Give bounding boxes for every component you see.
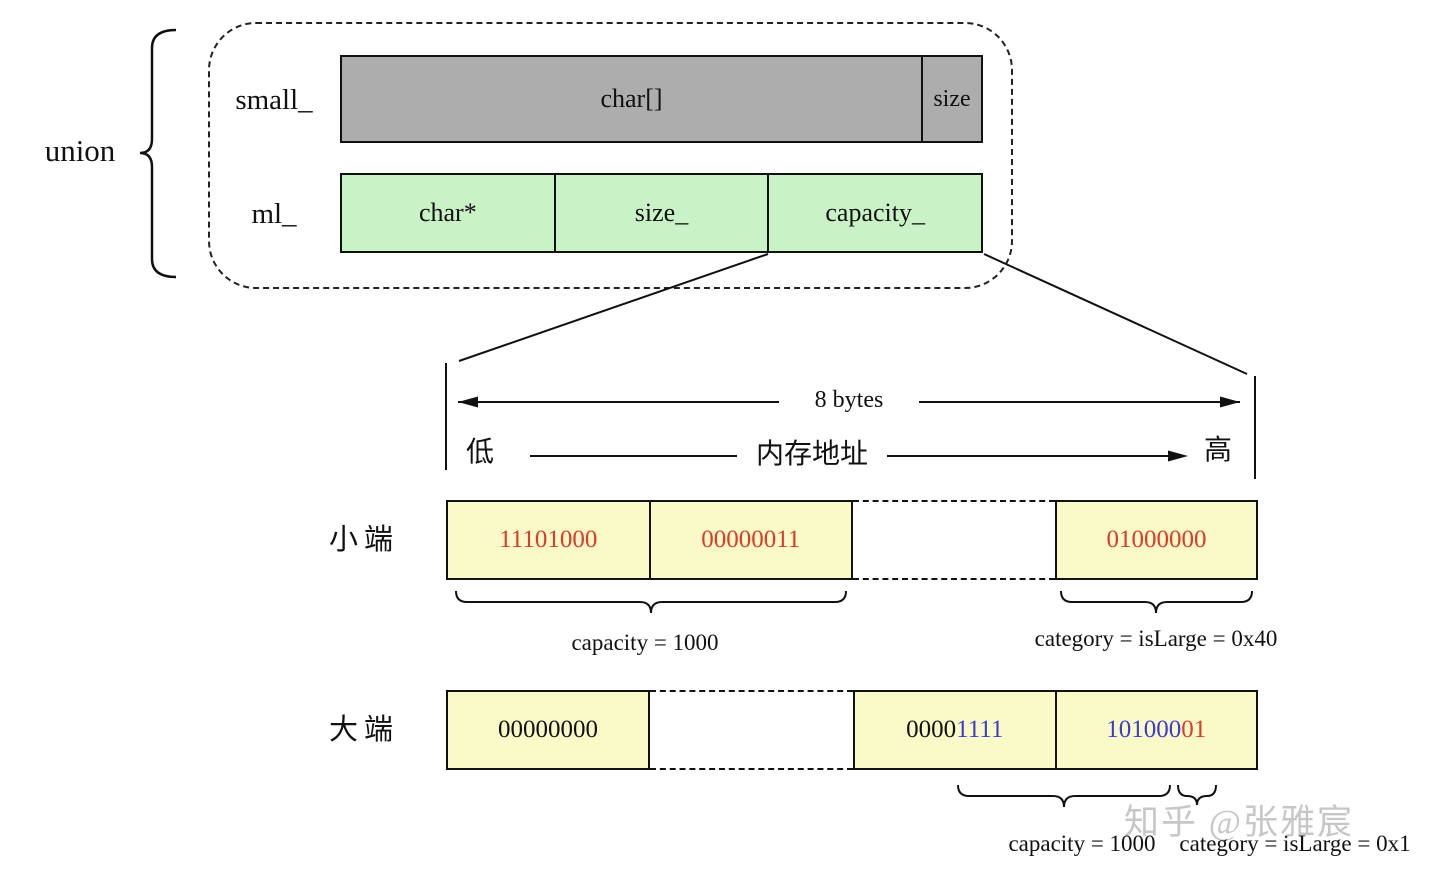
big-endian-omitted-bytes-gap (650, 690, 853, 770)
little-endian-byte7-bits: 01000000 (1106, 526, 1207, 553)
little-endian-row-label: 小端 (328, 524, 399, 556)
small-row-box: char[] size (340, 55, 983, 143)
big-endian-row-label: 大端 (328, 714, 399, 746)
little-endian-byte0-bits: 11101000 (499, 526, 598, 553)
zoom-diagonal-right-line (983, 253, 1248, 375)
union-label: union (44, 133, 116, 168)
small-size-text: size (933, 85, 971, 112)
ml-row-label: ml_ (251, 198, 297, 230)
big-endian-byte7-cell: 10100001 (1054, 692, 1257, 768)
small-char-array-cell: char[] (342, 57, 921, 141)
big-endian-byte7-capacity-bits: 101000 (1106, 716, 1182, 743)
small-char-array-text: char[] (600, 84, 663, 113)
big-endian-category-annotation: category = isLarge = 0x1 (1179, 831, 1411, 856)
big-endian-byte6-cell: 00001111 (855, 692, 1055, 768)
eight-bytes-left-arrowhead-icon (458, 396, 478, 408)
little-endian-byte1-cell: 00000011 (648, 502, 852, 578)
big-endian-capacity-annotation: capacity = 1000 (1008, 831, 1156, 856)
big-endian-byte7-bits: 10100001 (1106, 716, 1206, 744)
big-endian-byte0-box: 00000000 (446, 690, 650, 770)
eight-bytes-right-arrowhead-icon (1220, 396, 1240, 408)
little-endian-byte0-cell: 11101000 (448, 502, 649, 578)
big-endian-byte6-bits: 00001111 (906, 716, 1003, 744)
ml-size-text: size_ (634, 198, 689, 227)
small-row-label: small_ (235, 84, 313, 116)
little-endian-byte7-box: 01000000 (1055, 500, 1258, 580)
big-endian-byte6-capacity-bits: 1111 (956, 716, 1004, 743)
zhihu-watermark: 知乎 @张雅宸 (1124, 803, 1354, 842)
ml-char-ptr-cell: char* (342, 175, 554, 251)
little-endian-capacity-annotation: capacity = 1000 (571, 630, 719, 655)
little-endian-byte01-box: 11101000 00000011 (446, 500, 853, 580)
little-endian-byte1-bits: 00000011 (701, 526, 801, 553)
ml-row-box: char* size_ capacity_ (340, 173, 983, 253)
low-address-label: 低 (465, 437, 494, 468)
little-endian-omitted-bytes-gap (853, 500, 1055, 580)
ml-capacity-cell: capacity_ (767, 175, 981, 251)
big-endian-byte0-cell: 00000000 (448, 692, 648, 768)
memory-address-arrowhead-icon (1168, 450, 1188, 462)
memory-address-label: 内存地址 (737, 439, 887, 472)
eight-bytes-label: 8 bytes (779, 387, 919, 415)
ml-char-ptr-text: char* (418, 198, 477, 227)
big-endian-byte7-category-bits: 01 (1181, 716, 1207, 743)
little-endian-byte7-cell: 01000000 (1057, 502, 1256, 578)
ml-capacity-text: capacity_ (825, 198, 925, 227)
high-address-label: 高 (1203, 435, 1232, 466)
union-curly-brace (139, 28, 177, 279)
big-endian-byte6-prefix-bits: 0000 (906, 716, 957, 743)
big-endian-byte0-bits: 00000000 (498, 716, 598, 743)
big-endian-byte67-box: 00001111 10100001 (853, 690, 1258, 770)
little-endian-category-underbrace (1060, 590, 1253, 614)
small-size-cell: size (921, 57, 981, 141)
ml-size-cell: size_ (553, 175, 768, 251)
little-endian-capacity-underbrace (455, 590, 847, 614)
little-endian-category-annotation: category = isLarge = 0x40 (1034, 626, 1278, 651)
